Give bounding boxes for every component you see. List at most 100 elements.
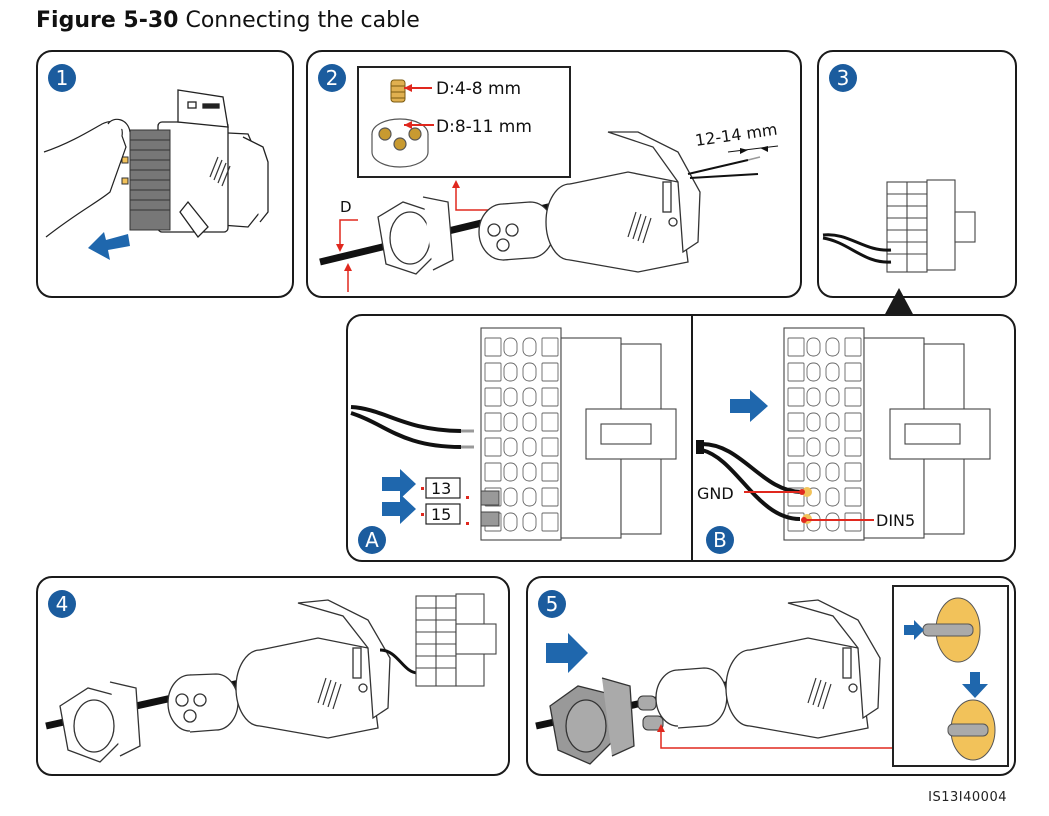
terminal-slot [503,462,518,482]
detail-b-illustration: GND DIN5 [696,327,991,541]
terminal-slot [522,487,537,507]
terminal-slot [484,387,502,407]
step-1-panel: 1 [36,50,294,298]
terminal-slot [806,412,821,432]
seal [655,667,728,729]
wire-label-din5: DIN5 [876,511,915,530]
terminal-slot [503,412,518,432]
step-2-panel: 2 D:4-8 mm D:8-11 mm D [306,50,802,298]
terminal-slot [541,387,559,407]
connector-housing [157,89,269,239]
terminal-slot [844,437,862,457]
figure-id: IS13I40004 [928,790,1007,805]
seal [478,201,555,261]
wire-label-gnd: GND [697,484,734,503]
terminal-slot [522,412,537,432]
terminal-block [886,179,976,273]
terminal-slot [787,337,805,357]
step-3-panel: 3 [817,50,1017,298]
detail-a: 13 15 A [346,314,692,562]
terminal-slot [503,362,518,382]
terminal-slot [484,337,502,357]
terminal-block [121,129,171,231]
swivel-nut [549,677,635,765]
insert-arrow-icon [730,390,768,422]
detail-a-badge: A [358,526,386,554]
terminal-slot [806,387,821,407]
terminal-block [480,327,677,541]
terminal-slot [825,362,840,382]
step-5-illustration [535,585,1009,767]
connector-housing [725,599,881,739]
step-2-illustration: D:4-8 mm D:8-11 mm D [319,66,779,292]
terminal-slot [787,437,805,457]
figure-title: Figure 5-30 Connecting the cable [36,6,420,36]
seal-with-plug-top [922,597,981,663]
down-arrow-icon [962,672,988,698]
vent-slots [317,677,342,710]
terminal-slot [541,437,559,457]
terminal-slot [541,487,559,507]
terminal-slot [806,437,821,457]
connector-housing [235,599,391,739]
terminal-slot [541,412,559,432]
terminal-slot [484,362,502,382]
vent-slots [627,211,652,244]
terminal-slot [844,337,862,357]
hand-icon [43,118,131,238]
terminal-slot [541,512,559,532]
terminal-slot [844,462,862,482]
terminal-block [415,593,497,687]
terminal-slot [787,512,805,532]
terminal-slot [787,462,805,482]
small-plug-icon [390,79,406,103]
step-5-panel: 5 [526,576,1016,776]
terminal-slot [825,412,840,432]
terminal-slot [522,337,537,357]
terminal-slot [484,437,502,457]
terminal-slot [787,362,805,382]
terminal-slot [844,512,862,532]
terminal-slot [541,462,559,482]
terminal-slot [787,412,805,432]
terminal-slot [484,412,502,432]
terminal-slot [503,512,518,532]
terminal-slot [825,462,840,482]
step-4-badge: 4 [48,590,76,618]
step-4-illustration [45,593,497,763]
terminal-slot [844,387,862,407]
terminal-slot [844,487,862,507]
terminal-slot [522,512,537,532]
step-1-illustration [43,89,269,260]
vent-slots [807,677,832,710]
terminal-slot [806,337,821,357]
step-2-badge: 2 [318,64,346,92]
strip-length-label: 12-14 mm [694,120,779,150]
terminal-slot [787,387,805,407]
terminal-15-highlight [480,511,500,527]
detail-b-badge: B [706,526,734,554]
terminal-slot [541,362,559,382]
step-3-illustration [822,179,976,273]
terminal-slot [484,462,502,482]
terminal-slot [503,387,518,407]
push-arrow-icon [546,633,588,673]
terminal-13-highlight [480,490,500,506]
seal-ring-icon [371,118,429,168]
insert-arrow-icon [382,494,416,524]
step-3-badge: 3 [829,64,857,92]
insert-arrow-icon [904,620,924,640]
terminal-slot [522,387,537,407]
step-5-badge: 5 [538,590,566,618]
terminal-slot [503,487,518,507]
figure-caption: Connecting the cable [185,8,420,33]
detail-divider [691,316,693,560]
swivel-nut [59,681,141,763]
terminal-slot [541,337,559,357]
inset-label-large: D:8-11 mm [436,117,532,137]
terminal-label-15: 15 [431,505,451,524]
diameter-label: D [340,198,352,216]
terminal-slot [844,362,862,382]
insert-arrow-icon [382,469,416,499]
detail-b: GND DIN5 B [692,314,1016,562]
